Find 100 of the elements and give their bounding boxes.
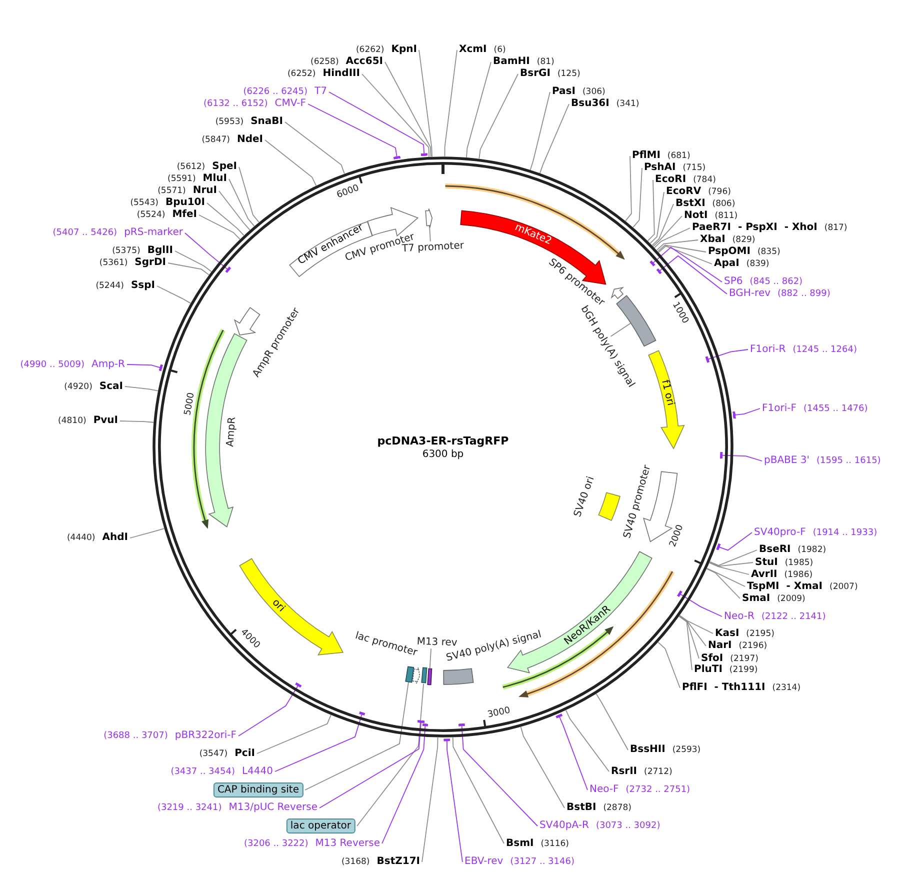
cut-site-position: (811) [714,210,738,222]
enzyme-name: RsrII [611,766,638,778]
cut-site-position: (341) [616,98,640,110]
primer-name: F1ori-F [762,402,796,414]
sequence-feature [234,306,261,336]
enzyme-name: PshAI [644,162,676,174]
leader-line [709,562,754,567]
cut-site-position: (2009) [777,592,806,604]
cut-site-position: (1985) [784,556,814,568]
cut-site-position: (2878) [603,802,632,814]
cut-site-position: (1982) [798,544,826,556]
leader-line [256,714,332,754]
scale-label: 2000 [668,524,686,549]
enzyme-name: BamHI [493,56,530,68]
feature-label: ori [269,597,288,615]
leader-line [652,204,674,246]
cut-site-position: (2314) [772,682,801,694]
primer-position: (882 .. 899) [778,288,830,300]
leader-line [596,693,628,750]
primer-name: M13/pUC Reverse [228,802,318,814]
leader-line [656,240,698,251]
sequence-feature [443,668,474,685]
cut-site-position: (2195) [746,628,774,640]
primer-position: (3688 .. 3707) [104,730,168,742]
enzyme-name: TspMI [747,580,780,592]
leader-line [284,122,345,174]
sequence-feature [238,558,344,656]
leader-line [658,642,680,688]
leader-line [184,232,232,274]
primer-position: (5407 .. 5426) [52,227,118,239]
enzyme-name: NdeI [236,134,263,146]
cut-site-position: (6252) [287,68,316,80]
enzyme-name: - Tth111I [714,682,766,694]
leader-line [732,408,760,419]
leader-line [198,214,240,240]
enzyme-name: SmaI [742,592,770,604]
enzyme-name: ApaI [714,258,740,270]
enzyme-name: ScaI [99,380,123,392]
leader-line [319,720,425,808]
cut-site-position: (5591) [168,173,196,185]
enzyme-name: - XhoI [784,222,818,234]
leader-line [705,349,748,363]
primer-position: (1455 .. 1476) [803,402,868,414]
leader-line [710,550,758,566]
leader-line [126,364,164,372]
enzyme-name: BglII [147,245,173,257]
enzyme-name: EcoRI [655,174,686,186]
enzyme-name: EcoRV [666,186,702,198]
primer-position: (1914 .. 1933) [812,526,878,538]
primer-position: (3127 .. 3146) [510,856,574,868]
leader-line [654,228,690,248]
enzyme-name: - XmaI [786,580,823,592]
leader-line [168,262,210,276]
enzyme-name: PaeR7I [692,222,731,234]
cut-site-position: (4440) [66,532,96,544]
leader-line [452,736,504,844]
feature-label: AmpR [224,416,240,448]
leader-line [556,714,588,790]
cut-site-position: (4920) [64,380,92,392]
leader-line [679,615,714,634]
enzyme-name: - PspXI [738,222,778,234]
primer-name: Neo-F [590,784,619,796]
enzyme-name: KpnI [391,44,417,56]
enzyme-name: BstBI [566,802,596,814]
leader-line [706,568,740,599]
cut-site-position: (5375) [112,245,140,257]
leader-line [444,738,463,862]
leader-line [120,420,154,423]
primer-position: (845 .. 862) [750,276,803,288]
primer-position: (3073 .. 3092) [596,820,660,832]
enzyme-name: HindIII [322,68,360,80]
primer-name: EBV-rev [464,856,504,868]
primer-name: F1ori-R [750,344,786,356]
leader-line [382,723,428,844]
cut-site-position: (2712) [644,766,672,778]
leader-line [647,180,655,242]
cut-site-position: (835) [757,246,780,258]
enzyme-name: BsrGI [520,68,550,80]
feature-label: lac promoter [354,630,419,660]
enzyme-name: SfoI [701,652,724,664]
sequence-feature [205,332,248,528]
enzyme-name: NarI [708,640,732,652]
sequence-feature [616,295,656,347]
leader-line [676,590,722,617]
cut-site-position: (3547) [199,748,228,760]
leader-line [264,140,317,186]
leader-line [478,74,518,160]
enzyme-name: PflMI [632,150,660,162]
cut-site-position: (806) [712,198,736,210]
primer-name: pRS-marker [124,227,183,239]
enzyme-name: NotI [684,210,708,222]
plasmid-name: pcDNA3-ER-rsTagRFP [377,434,509,448]
cut-site-position: (125) [557,68,580,80]
sequence-feature [425,208,434,228]
enzyme-name: Acc65I [346,56,383,68]
feature-tag: CAP binding site [213,782,303,798]
leader-line [228,178,255,226]
leader-line [124,386,158,392]
cut-site-position: (3168) [341,856,370,868]
leader-line [520,726,565,808]
